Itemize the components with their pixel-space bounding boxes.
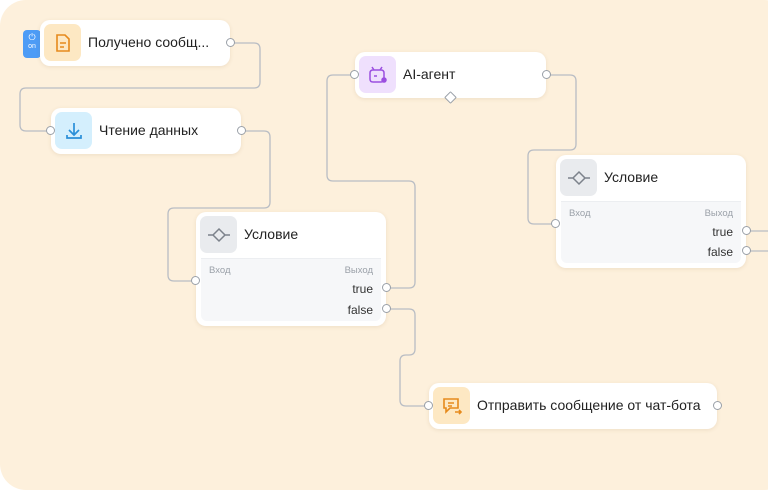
edge-ai-cond2 [527, 74, 577, 225]
false-port[interactable] [382, 304, 391, 313]
condition-body: Вход Выход true false [561, 201, 741, 263]
node-condition-1[interactable]: Условие Вход Выход true false [191, 212, 391, 326]
node-trigger[interactable]: Получено сообщ... [40, 20, 235, 66]
output-port[interactable] [542, 70, 551, 79]
false-port[interactable] [742, 246, 751, 255]
download-icon [55, 112, 92, 149]
document-icon [44, 24, 81, 61]
condition-body: Вход Выход true false [201, 258, 381, 321]
input-port[interactable] [350, 70, 359, 79]
true-port[interactable] [742, 226, 751, 235]
node-condition-2[interactable]: Условие Вход Выход true false [551, 155, 751, 268]
power-icon: ⏻ [28, 32, 36, 42]
edge-cond1-true-ai [326, 74, 416, 289]
node-read-data[interactable]: Чтение данных [46, 108, 246, 154]
input-port[interactable] [551, 219, 560, 228]
output-port[interactable] [226, 38, 235, 47]
condition-icon [200, 216, 237, 253]
node-ai-agent[interactable]: AI-агент [350, 52, 551, 104]
input-port[interactable] [191, 276, 200, 285]
output-port[interactable] [713, 401, 722, 410]
edge-read-cond1 [167, 130, 271, 282]
input-port[interactable] [46, 126, 55, 135]
edges [19, 42, 768, 407]
chat-send-icon [433, 387, 470, 424]
input-port[interactable] [424, 401, 433, 410]
condition-icon [560, 159, 597, 196]
output-port[interactable] [237, 126, 246, 135]
true-port[interactable] [382, 283, 391, 292]
trigger-toggle[interactable]: ⏻on [23, 30, 41, 58]
edge-trigger-read [19, 42, 261, 132]
node-send-message[interactable]: Отправить сообщение от чат-бота [424, 383, 722, 429]
edge-cond1-false-send [390, 308, 425, 407]
robot-icon [359, 56, 396, 93]
